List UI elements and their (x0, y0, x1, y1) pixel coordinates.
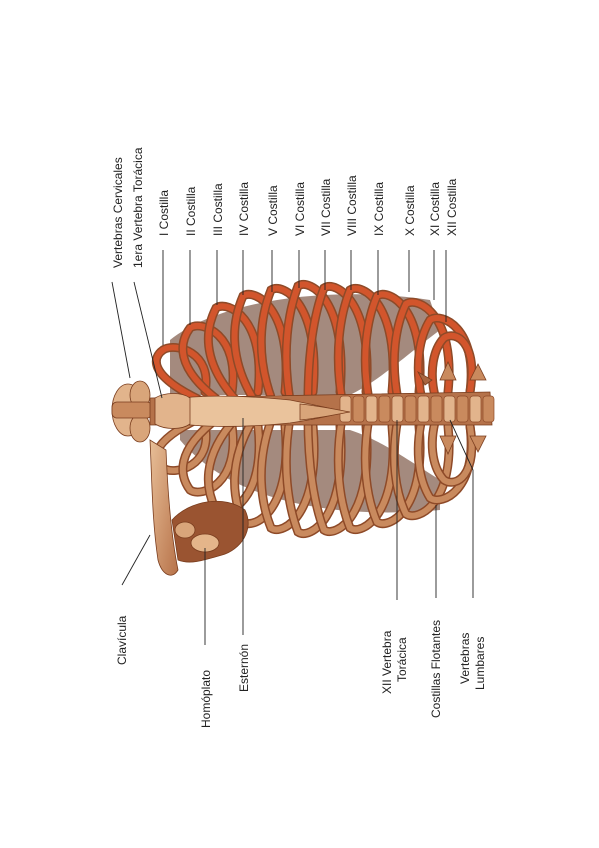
label-costilla-2: II Costilla (184, 186, 198, 236)
label-primera-vertebra-toracica: 1era Vertebra Torácica (131, 147, 145, 268)
manubrium (154, 393, 191, 429)
rib-upper-cartilage-4 (231, 291, 290, 403)
label-costilla-5: V Costilla (266, 185, 280, 236)
leader-vertebras-cervicales (111, 281, 131, 379)
label-esternon: Esternón (237, 644, 251, 692)
vertebral-body (443, 395, 456, 423)
label-costilla-3: III Costilla (211, 183, 225, 236)
xiphoid-process (299, 403, 351, 421)
label-costilla-7: VII Costilla (319, 178, 333, 236)
vertebral-body (339, 395, 352, 423)
label-costillas-flotantes: Costillas Flotantes (429, 620, 443, 718)
label-homoplato: Homóplato (199, 670, 213, 728)
rib-lower-shaft-9 (362, 415, 424, 527)
vertebral-body (430, 395, 443, 423)
label-costilla-6: VI Costilla (293, 182, 307, 236)
scapula-bone (171, 500, 249, 563)
label-vertebras-lumbares-line2: Lumbares (473, 637, 487, 690)
label-xii-vertebra-line2: Torácica (395, 637, 409, 682)
leader-lines (111, 250, 474, 645)
label-clavicula: Clavícula (115, 615, 129, 665)
rib-upper-cartilage-2 (179, 322, 237, 403)
lumbar-processes (416, 361, 487, 455)
label-costilla-1: I Costilla (157, 190, 171, 236)
leader-vertebras-lumbares-2 (449, 419, 474, 471)
vertebral-body (378, 395, 391, 423)
label-costilla-8: VIII Costilla (345, 175, 359, 236)
labels: Vertebras Cervicales 1era Vertebra Torác… (111, 147, 487, 728)
leader-clavicula (121, 534, 151, 586)
rib-upper-cartilage-12 (429, 332, 475, 403)
vertebral-body (365, 395, 378, 423)
scapula-acromion (174, 521, 196, 539)
label-vertebras-lumbares-line1: Vertebras (458, 633, 472, 684)
label-costilla-9: IX Costilla (372, 182, 386, 236)
label-costilla-10: X Costilla (403, 185, 417, 236)
rib-cage-illustration (111, 280, 495, 576)
label-costilla-12: XII Costilla (445, 178, 459, 236)
rib-upper-cartilage-3 (205, 303, 263, 403)
vertebral-body (482, 395, 495, 423)
vertebral-bodies (339, 395, 495, 423)
leader-primera-vertebra (133, 281, 163, 399)
label-vertebras-cervicales: Vertebras Cervicales (111, 157, 125, 268)
rib-lower-shaft-8 (335, 415, 397, 533)
upper-ribs (151, 280, 477, 405)
rib-upper-cartilage-1 (153, 344, 210, 403)
clavicle-bone (149, 439, 179, 576)
vertebral-body (469, 395, 482, 423)
label-xii-vertebra-line1: XII Vertebra (380, 630, 394, 694)
vertebral-body (456, 395, 469, 423)
rib-lower-shaft-12 (429, 415, 475, 486)
vertebral-body (417, 395, 430, 423)
label-costilla-4: IV Costilla (237, 182, 251, 236)
vertebral-body (391, 395, 404, 423)
cervical-vertebrae (111, 380, 153, 443)
rib-upper-cartilage-9 (362, 291, 424, 403)
vertebral-body (352, 395, 365, 423)
vertebral-body (404, 395, 417, 423)
rib-upper-cartilage-8 (335, 285, 397, 403)
label-costilla-11: XI Costilla (428, 182, 442, 236)
rib-lower-shaft-2 (179, 415, 237, 496)
